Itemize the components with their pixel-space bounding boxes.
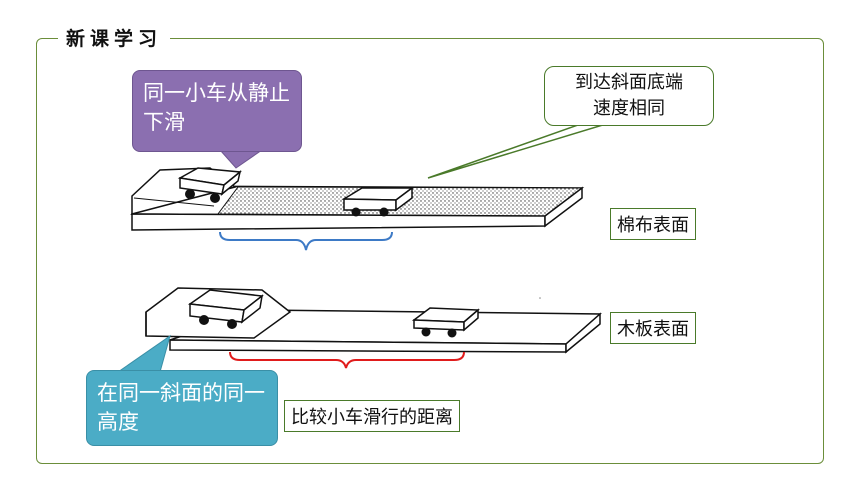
cotton-setup xyxy=(130,167,585,251)
label-cotton-surface: 棉布表面 xyxy=(610,208,696,240)
wood-setup xyxy=(145,287,602,369)
speech-bubble-same-speed: 到达斜面底端 速度相同 xyxy=(544,66,714,126)
blue-brace xyxy=(219,231,393,251)
label-compare-distance: 比较小车滑行的距离 xyxy=(284,400,460,432)
purple-callout-pointer xyxy=(218,149,264,169)
speech-pointer xyxy=(427,119,609,179)
cart-on-ramp-2 xyxy=(187,289,264,329)
label-wood-surface: 木板表面 xyxy=(610,312,696,344)
teal-callout-pointer xyxy=(116,334,171,373)
section-title: 新课学习 xyxy=(58,22,171,53)
red-brace xyxy=(229,351,465,369)
callout-same-cart: 同一小车从静止下滑 xyxy=(132,70,302,152)
cart-on-cloth xyxy=(341,186,415,217)
section-frame xyxy=(36,38,824,464)
callout-same-height: 在同一斜面的同一高度 xyxy=(86,370,278,446)
cart-on-ramp xyxy=(177,167,242,203)
speech-line-1: 到达斜面底端 xyxy=(575,72,683,93)
speech-line-2: 速度相同 xyxy=(593,98,665,119)
cart-on-wood xyxy=(411,307,480,338)
cotton-board-front xyxy=(131,213,546,231)
